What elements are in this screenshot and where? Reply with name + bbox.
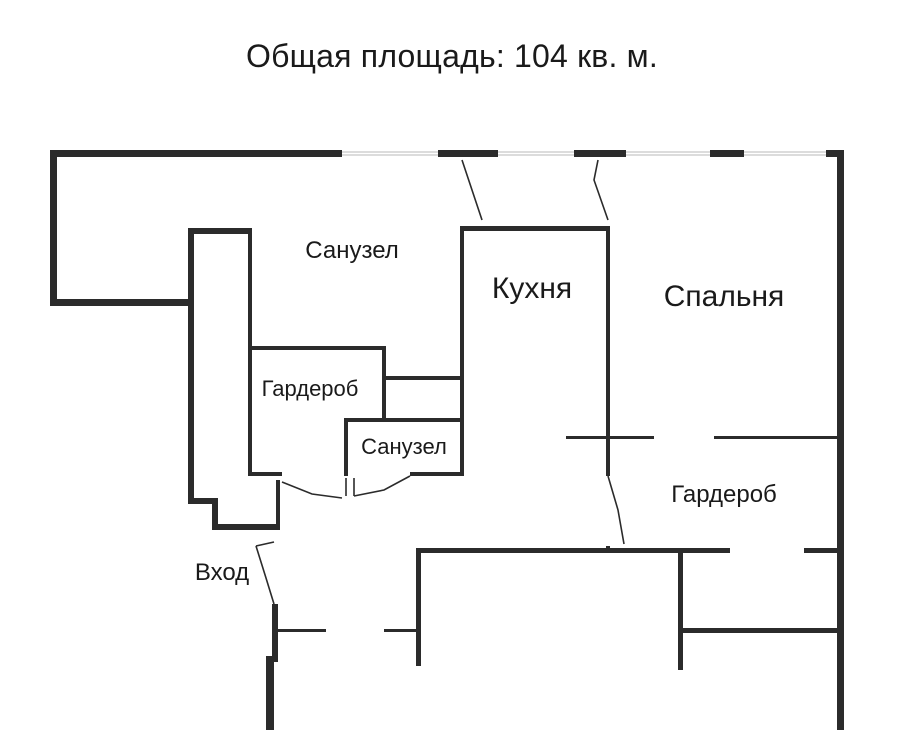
top-wall-pier-2 <box>574 150 626 157</box>
windows <box>342 151 826 156</box>
plan-title: Общая площадь: 104 кв. м. <box>246 38 658 74</box>
door-kitchen-bedroom <box>593 159 609 221</box>
top-wall-right-end <box>826 150 844 157</box>
inner-walls-center <box>252 226 610 476</box>
door-bedroom-wardrobe <box>607 475 625 545</box>
left-wall <box>50 150 57 306</box>
left-column-block <box>188 228 280 530</box>
top-wall-pier-3 <box>710 150 744 157</box>
top-wall-pier-1 <box>438 150 498 157</box>
outer-walls <box>50 150 844 730</box>
room-label-bedroom: Спальня <box>664 280 785 313</box>
left-bottom-wall <box>50 299 194 306</box>
room-label-entrance: Вход <box>195 559 249 586</box>
doors <box>255 159 625 605</box>
door-bathroom-top <box>461 159 483 221</box>
room-label-kitchen: Кухня <box>492 272 572 305</box>
room-label-wardrobe-right: Гардероб <box>671 481 777 508</box>
room-label-bathroom-small: Санузел <box>361 434 447 459</box>
corridor-walls <box>266 604 420 730</box>
room-label-wardrobe-left: Гардероб <box>262 376 359 401</box>
inner-walls-right <box>416 226 838 670</box>
door-wardrobe-left <box>281 481 343 499</box>
top-wall-left <box>50 150 342 157</box>
right-wall <box>837 150 844 730</box>
room-label-bathroom-top: Санузел <box>305 237 399 264</box>
door-entrance <box>255 545 275 605</box>
door-bathroom-small <box>353 475 411 497</box>
